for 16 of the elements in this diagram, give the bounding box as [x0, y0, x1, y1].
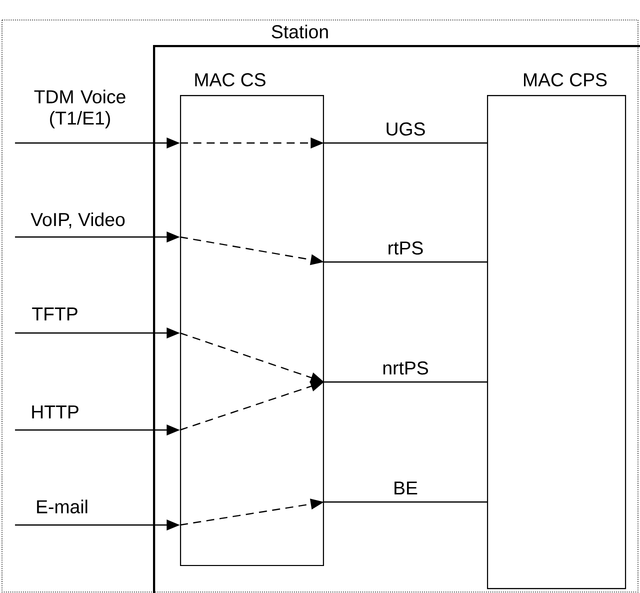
- edge-label: nrtPS: [380, 360, 430, 376]
- box-heading: MAC CPS: [524, 73, 607, 86]
- edge-label: UGS: [384, 121, 428, 137]
- connector-line: [324, 501, 487, 503]
- connector-line: [324, 261, 487, 263]
- input-label: HTTP: [32, 406, 78, 418]
- input-label: TFTP: [32, 308, 78, 320]
- edge-label: BE: [392, 480, 420, 496]
- box-heading: MAC CS: [195, 73, 266, 86]
- input-label: E-mail: [37, 500, 88, 514]
- box-heading: Station: [272, 24, 328, 38]
- input-label: TDM Voice (T1/E1): [34, 90, 126, 128]
- connector-line: [324, 142, 487, 144]
- edge-label: rtPS: [386, 240, 425, 256]
- connector-line: [324, 381, 487, 383]
- input-label: VoIP, Video: [30, 212, 125, 228]
